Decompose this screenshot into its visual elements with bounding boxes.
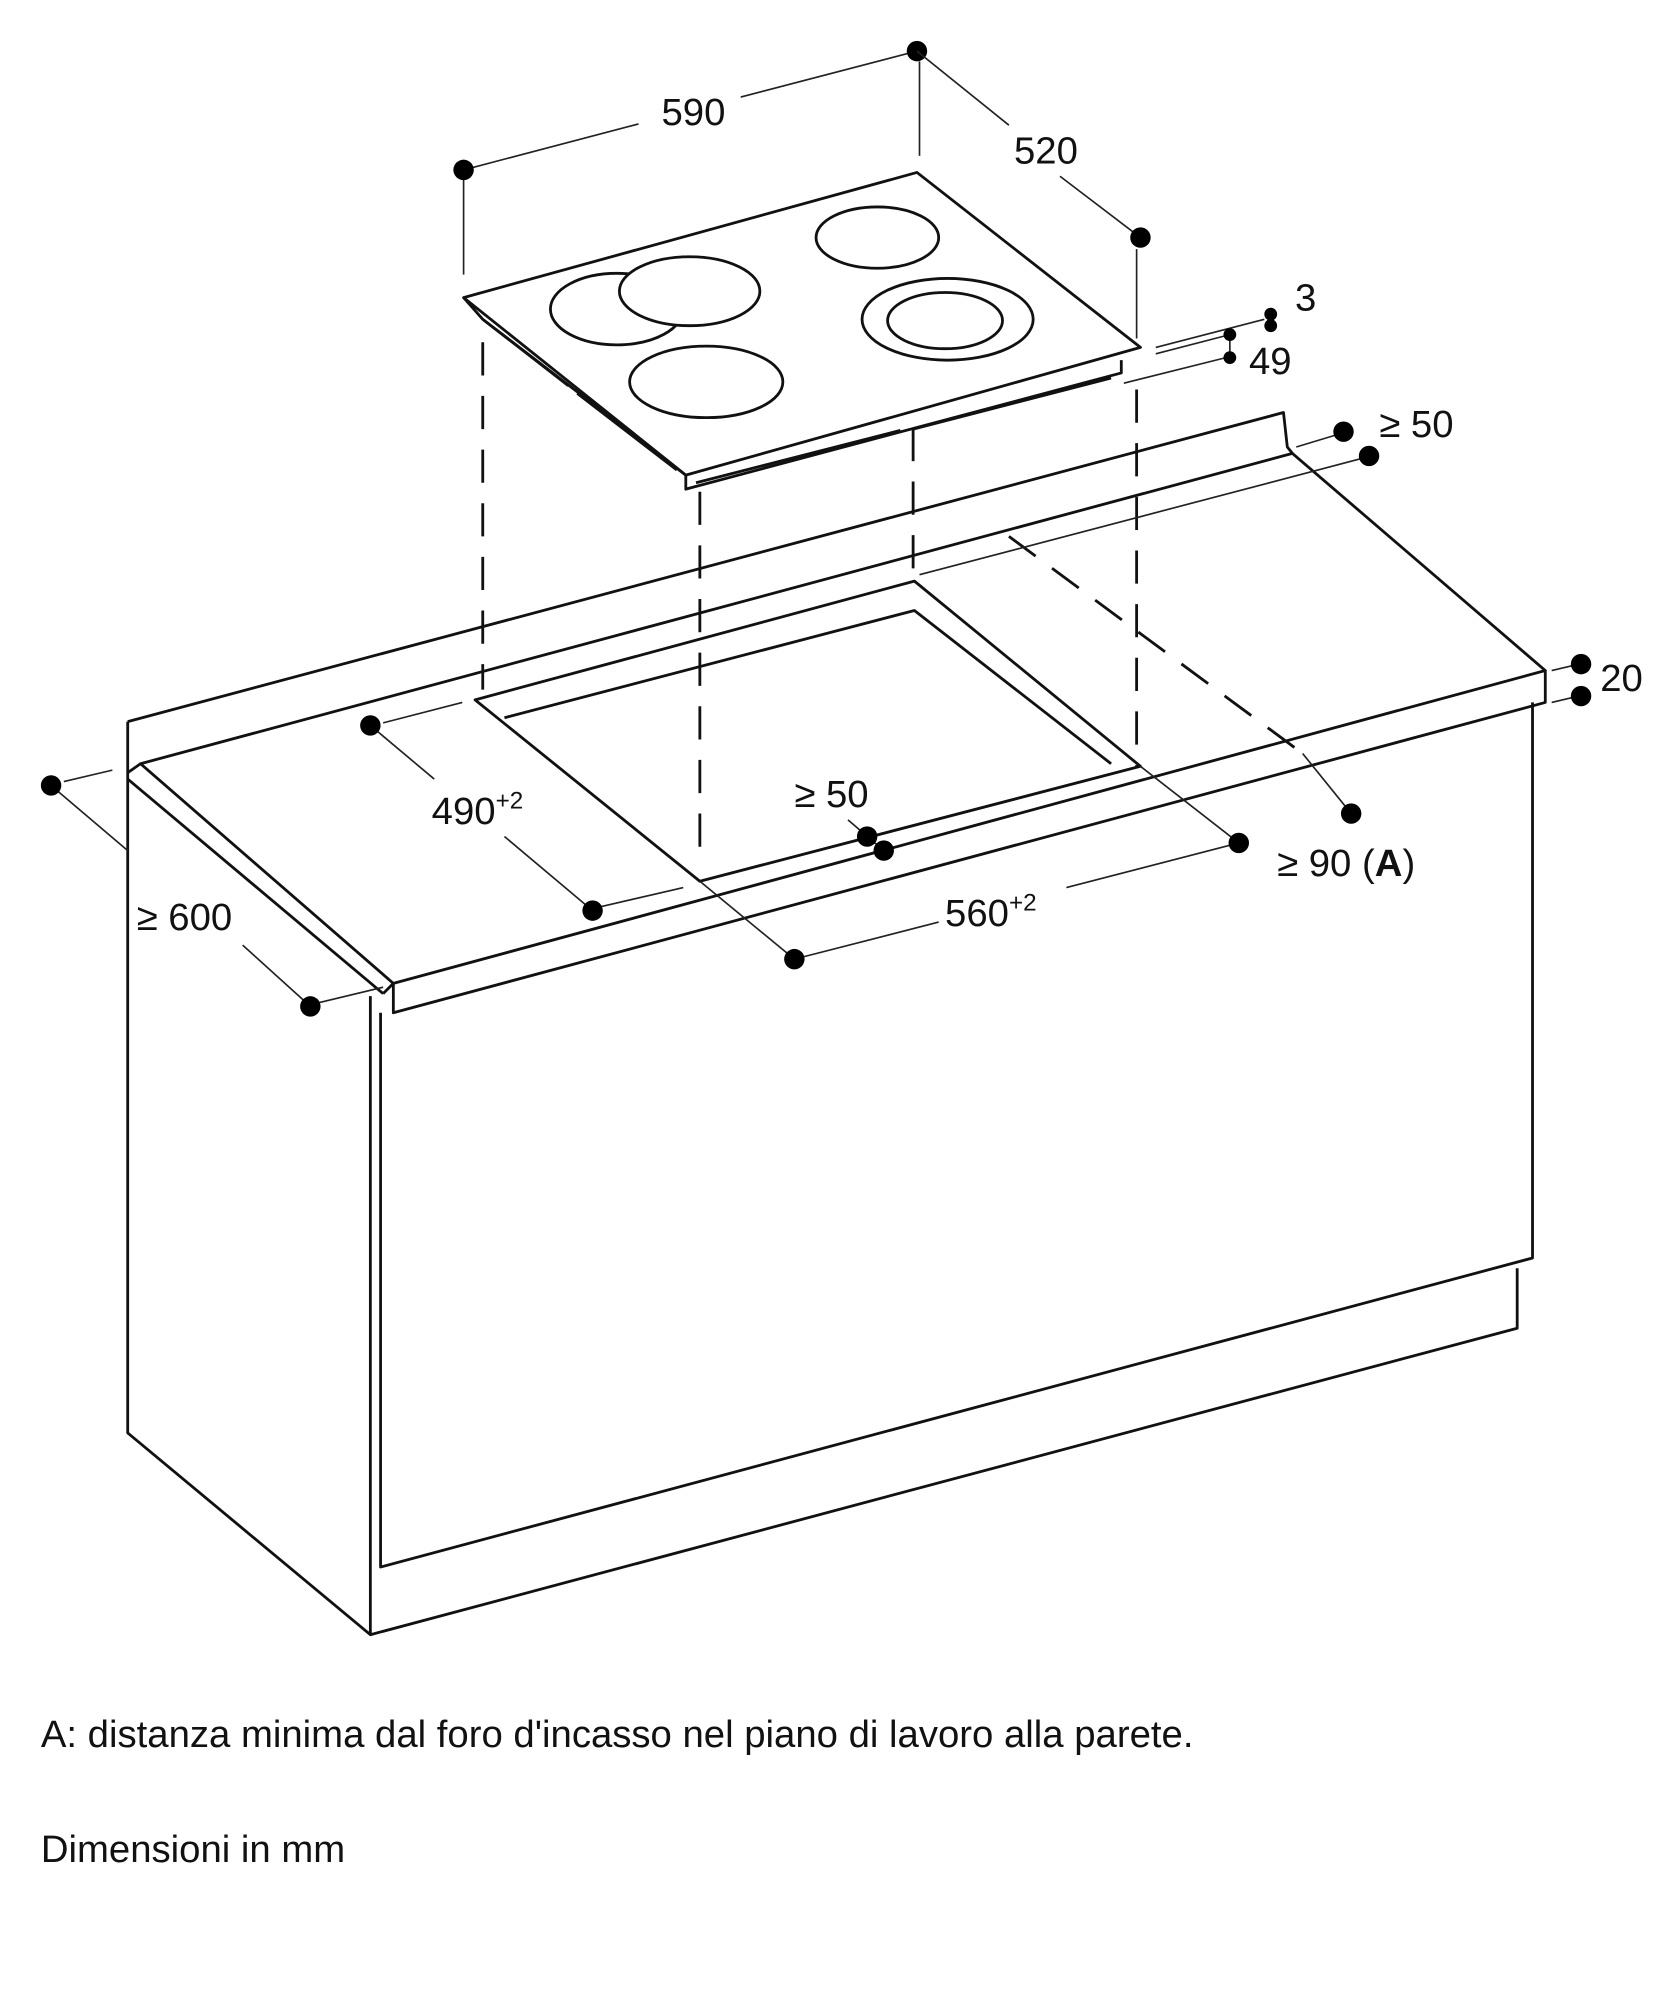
dim-cutout-width: 560+2 — [699, 765, 1250, 970]
dim-front-clearance: ≥ 50 — [794, 773, 894, 861]
dim-hob-depth: 520 — [916, 50, 1151, 339]
cooking-zone — [628, 344, 785, 420]
cooktop — [462, 171, 1142, 491]
label-wall-clearance: ≥ 90 (A) — [1277, 842, 1415, 885]
label-rear-clearance: ≥ 50 — [1379, 403, 1453, 446]
cooking-zone — [617, 255, 762, 328]
label-front-clearance: ≥ 50 — [794, 773, 868, 816]
label-hob-height: 49 — [1249, 340, 1292, 383]
dim-wall-clearance: ≥ 90 (A) — [1277, 752, 1415, 885]
label-hob-depth: 520 — [1014, 130, 1078, 173]
dim-cutout-depth: 490+2 — [360, 701, 684, 921]
label-hob-width: 590 — [662, 91, 726, 134]
worktop — [126, 411, 1547, 1015]
dim-worktop-depth: ≥ 600 — [40, 769, 384, 1017]
dim-rear-clearance: ≥ 50 — [919, 403, 1454, 576]
label-cutout-depth: 490+2 — [432, 787, 524, 832]
label-worktop-thickness: 20 — [1600, 657, 1643, 700]
cooking-zone — [814, 205, 941, 270]
cooking-zone — [860, 277, 1035, 362]
footnote-units: Dimensioni in mm — [41, 1828, 345, 1871]
dim-hob-height: 3 49 — [1123, 276, 1316, 384]
projection-lines — [481, 342, 1304, 856]
dim-hob-width: 590 — [453, 40, 928, 275]
label-worktop-depth: ≥ 600 — [137, 896, 233, 939]
dim-worktop-thickness: 20 — [1551, 653, 1643, 707]
label-cutout-width: 560+2 — [945, 890, 1037, 935]
cooking-zone-inner — [886, 291, 1004, 351]
label-glass-thickness: 3 — [1295, 276, 1316, 319]
cabinet — [126, 702, 1534, 1637]
footnote-legend-a: A: distanza minima dal foro d'incasso ne… — [41, 1713, 1194, 1756]
